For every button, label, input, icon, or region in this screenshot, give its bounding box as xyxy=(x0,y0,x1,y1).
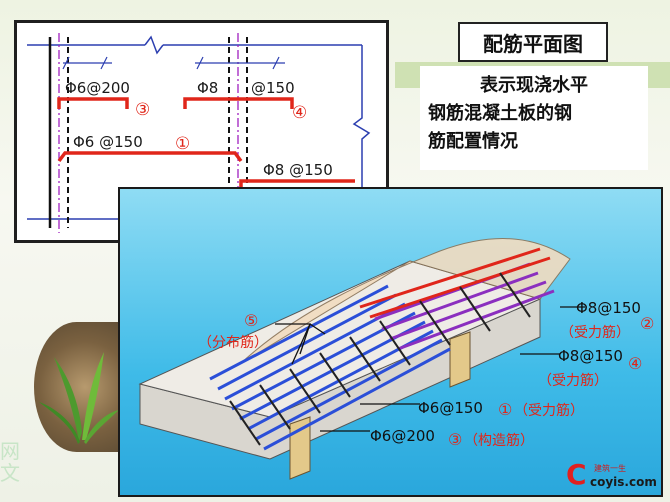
watermark: 网 文 xyxy=(0,440,20,484)
iso-label-num-4: ④ xyxy=(628,354,642,373)
iso-label-num-1: ① xyxy=(498,400,512,419)
page-title: 配筋平面图 xyxy=(458,22,608,62)
logo-mark: C xyxy=(566,458,587,491)
iso-label-spec-4: Φ8@150 xyxy=(558,347,623,365)
iso-label-spec-1: Φ6@150 xyxy=(418,399,483,417)
description-line: 表示现浇水平 xyxy=(480,75,588,96)
watermark-char: 网 xyxy=(0,439,20,463)
plan-label-num-1: ① xyxy=(175,134,190,154)
logo-tagline: 建筑一生 xyxy=(594,464,626,473)
isometric-drawing: ⑤ （分布筋） Φ8@150 ② （受力筋） Φ8@150 ④ （受力筋） Φ6… xyxy=(138,238,654,480)
plan-label-spec-4a: Φ8 xyxy=(197,79,218,97)
plant-illustration xyxy=(39,352,119,444)
watermark-char: 文 xyxy=(0,461,20,485)
iso-label-num-2: ② xyxy=(640,314,654,333)
plan-label-spec-1: Φ6 @150 xyxy=(73,133,143,151)
plan-view-drawing: Φ6@200 ③ Φ8 @150 ④ Φ6 @150 ① Φ8 @150 ② xyxy=(27,33,377,233)
description-box: 表示现浇水平 钢筋混凝土板的钢 筋配置情况 xyxy=(420,66,648,170)
plan-label-spec-4b: @150 xyxy=(251,79,295,97)
iso-label-desc-4: （受力筋） xyxy=(538,372,608,389)
plan-label-num-3: ③ xyxy=(135,100,150,120)
isometric-view-panel: ⑤ （分布筋） Φ8@150 ② （受力筋） Φ8@150 ④ （受力筋） Φ6… xyxy=(118,187,663,497)
iso-label-desc-1: （受力筋） xyxy=(514,402,584,419)
plan-label-num-4: ④ xyxy=(292,103,307,123)
iso-label-desc-5: （分布筋） xyxy=(198,334,268,351)
site-logo: C 建筑一生 coyis.com xyxy=(566,460,658,492)
plan-label-spec-3: Φ6@200 xyxy=(65,79,130,97)
iso-label-num-5: ⑤ xyxy=(244,311,258,330)
description-line: 钢筋混凝土板的钢 xyxy=(428,103,572,124)
logo-site: coyis.com xyxy=(590,475,657,489)
iso-label-desc-2: （受力筋） xyxy=(560,324,630,341)
plan-label-spec-2: Φ8 @150 xyxy=(263,161,333,179)
iso-label-spec-2: Φ8@150 xyxy=(576,299,641,317)
iso-label-desc-3: （构造筋） xyxy=(464,432,534,449)
iso-label-num-3: ③ xyxy=(448,430,462,449)
plant-image xyxy=(34,322,119,452)
description-line: 筋配置情况 xyxy=(428,131,518,152)
iso-label-spec-3: Φ6@200 xyxy=(370,427,435,445)
